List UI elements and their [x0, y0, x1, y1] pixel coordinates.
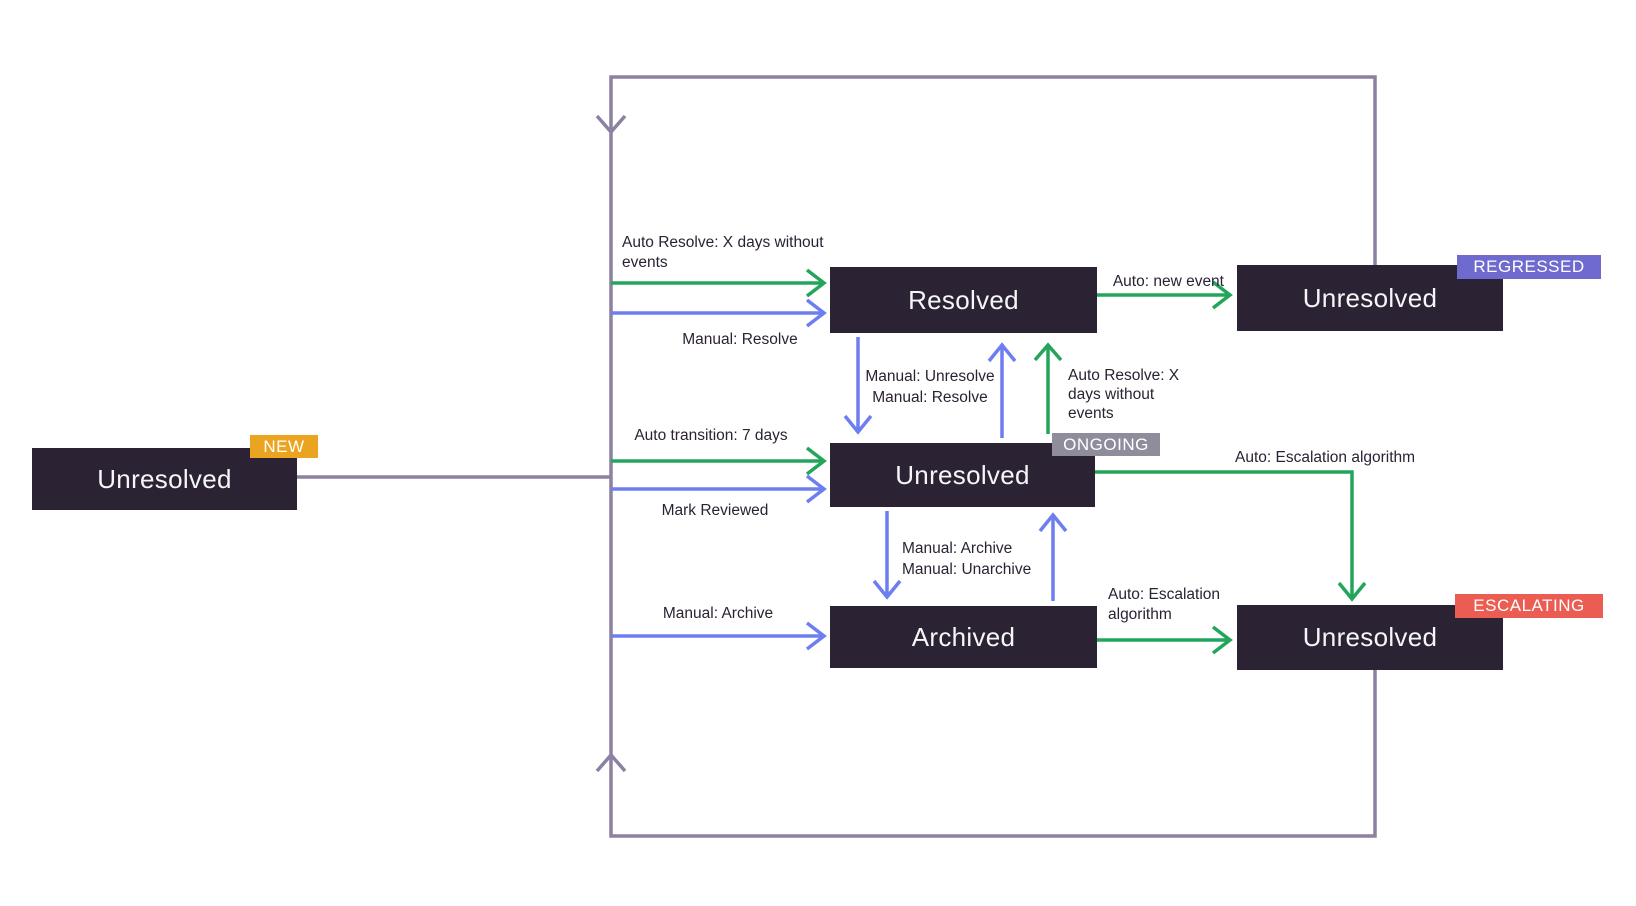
loop-arrow-up-icon [595, 752, 627, 773]
arrowhead-icon [805, 298, 827, 328]
status-badge-new: NEW [250, 435, 318, 458]
state-label: Unresolved [97, 463, 232, 494]
state-box-archived: Archived [830, 606, 1097, 668]
arrowhead-icon [1211, 280, 1233, 310]
edge-label-mark-reviewed: Mark Reviewed [661, 502, 769, 519]
edge-label-auto-escalation: Auto: Escalation algorithm [1235, 449, 1416, 466]
arrowhead-icon [843, 414, 873, 435]
state-box-unresolved-ongoing: Unresolved [830, 443, 1095, 507]
edge-label-manual-resolve: Manual: Resolve [682, 331, 798, 348]
state-label: Unresolved [1302, 282, 1438, 313]
status-badge-ongoing: ONGOING [1052, 433, 1160, 456]
arrowhead-icon [1211, 625, 1233, 655]
state-box-unresolved-escalating: Unresolved [1237, 605, 1503, 670]
edge-label-auto-resolve-new: Auto Resolve: X days without events [622, 234, 824, 271]
arrowhead-icon [987, 342, 1017, 363]
arrowhead-icon [1038, 512, 1068, 533]
arrowhead-icon [805, 474, 827, 504]
edge-label-auto-escalation-archived: Auto: Escalation algorithm [1108, 586, 1221, 623]
state-box-unresolved-new: Unresolved [32, 448, 297, 510]
state-label: Archived [911, 621, 1016, 652]
edge-label-auto-new-event: Auto: new event [1112, 273, 1224, 290]
loop-rectangle-line [609, 75, 1377, 838]
status-badge-escalating: ESCALATING [1455, 594, 1603, 618]
state-label: Resolved [908, 284, 1019, 315]
edge-ongoing-to-escalating [1095, 470, 1354, 598]
loop-arrow-down-icon [595, 114, 627, 135]
arrowhead-icon [872, 579, 902, 600]
edge-label-auto-resolve-ongoing: Auto Resolve: X days without events [1068, 367, 1180, 422]
arrowhead-icon [805, 621, 827, 651]
state-label: Unresolved [895, 459, 1030, 490]
arrowhead-icon [805, 268, 827, 298]
state-label: Unresolved [1302, 622, 1438, 652]
state-box-resolved: Resolved [830, 267, 1097, 333]
arrowhead-icon [1337, 581, 1367, 602]
arrowhead-icon [805, 446, 827, 476]
edge-label-manual-unresolve-resolve: Manual: Unresolve Manual: Resolve [865, 368, 995, 406]
edge-label-manual-archive: Manual: Archive [662, 605, 774, 622]
status-badge-regressed: REGRESSED [1457, 255, 1601, 279]
arrowhead-icon [1033, 342, 1063, 362]
edge-label-auto-transition: Auto transition: 7 days [634, 427, 788, 444]
edge-label-manual-archive-unarchive: Manual: Archive Manual: Unarchive [902, 540, 1032, 578]
